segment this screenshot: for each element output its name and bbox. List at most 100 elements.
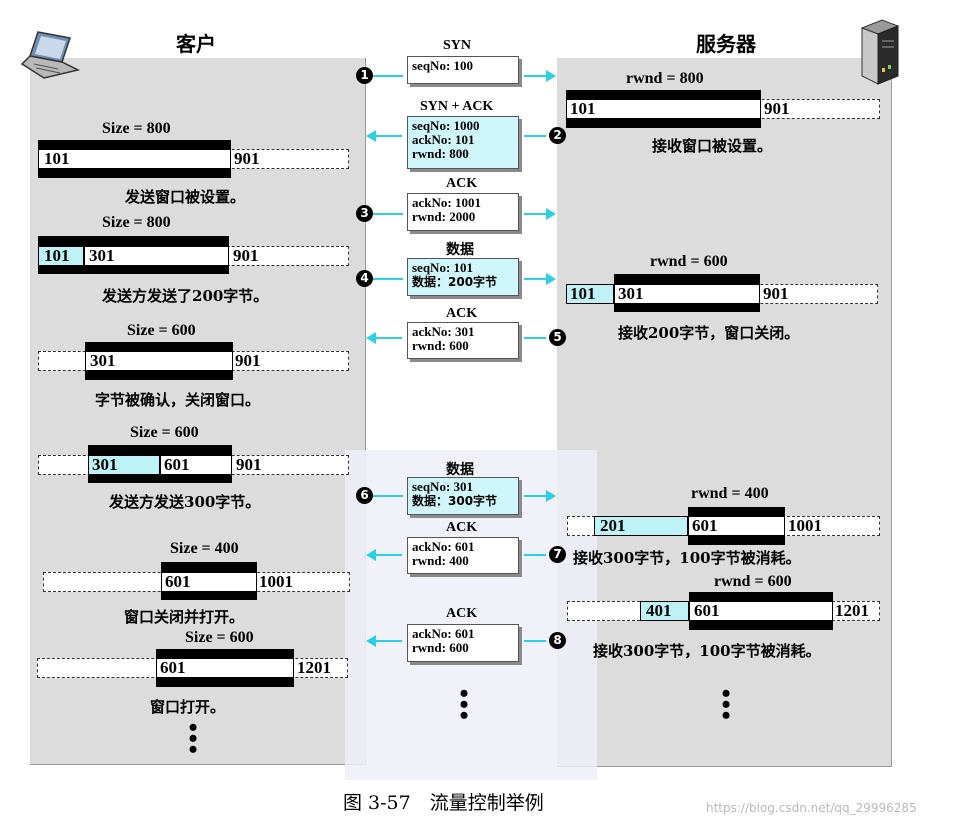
client-win2-v3: 901 (233, 246, 259, 265)
client-win2-sent (38, 246, 84, 266)
client-win2-unsent (84, 246, 229, 266)
msg5-title: ACK (446, 306, 478, 321)
msg8-line1: ackNo: 601 (412, 626, 475, 641)
msg3-title: ACK (446, 176, 478, 191)
client-win1-start: 101 (44, 149, 70, 168)
msg6-title: 数据 (446, 462, 474, 478)
server-win3-v1: 201 (600, 516, 626, 535)
server-win4-size: rwnd = 600 (714, 573, 792, 590)
arrow-3-left-seg (373, 213, 403, 215)
msg8-line2: rwnd: 600 (412, 640, 469, 655)
server-win3-size: rwnd = 400 (691, 485, 769, 502)
server-title: 服务器 (696, 32, 756, 56)
msg2-line3: rwnd: 800 (412, 146, 469, 161)
client-win6-unsent (156, 658, 294, 678)
server-win1-v1: 101 (570, 99, 596, 118)
msg5-line2: rwnd: 600 (412, 338, 469, 353)
client-win1-unsent (38, 149, 231, 169)
client-win6-caption: 窗口打开。 (150, 698, 226, 716)
arrow-1 (524, 70, 556, 82)
step-6-badge: 6 (356, 487, 373, 504)
msg3-line1: ackNo: 1001 (412, 195, 481, 210)
client-win3-v1: 301 (90, 351, 116, 370)
client-win4-sent (88, 455, 160, 475)
step-2-badge: 2 (549, 127, 566, 144)
msg7-line2: rwnd: 400 (412, 553, 469, 568)
figure-caption: 图 3-57 流量控制举例 (343, 792, 544, 814)
step-8-badge: 8 (549, 632, 566, 649)
arrow-6-left-seg (373, 495, 403, 497)
msg2-title: SYN + ACK (420, 99, 494, 114)
server-win4-caption: 接收300字节，100字节被消耗。 (593, 642, 821, 660)
server-win2-caption: 接收200字节，窗口关闭。 (618, 324, 800, 342)
client-win3-caption: 字节被确认，关闭窗口。 (95, 391, 261, 409)
arrow-7 (366, 549, 402, 561)
msg4-line2: 数据：200字节 (412, 275, 498, 289)
client-win1-end: 901 (234, 149, 260, 168)
step-1-badge: 1 (356, 67, 373, 84)
client-win3-size: Size = 600 (127, 322, 196, 339)
server-win3-free (688, 516, 785, 536)
arrow-6 (524, 490, 556, 502)
client-win6-v2: 1201 (297, 658, 331, 677)
server-win4-free (689, 601, 833, 621)
server-win4-v1: 401 (646, 601, 672, 620)
msg6-line2: 数据：300字节 (412, 494, 498, 508)
client-win4-v1: 301 (92, 455, 118, 474)
msg3-line2: rwnd: 2000 (412, 209, 476, 224)
msg4-line1: seqNo: 101 (412, 260, 474, 275)
server-win1-caption: 接收窗口被设置。 (652, 137, 773, 155)
arrow-2-right-seg (524, 135, 546, 137)
client-win2-caption: 发送方发送了200字节。 (102, 287, 269, 305)
client-win4-unsent (160, 455, 232, 475)
server-win4-v3: 1201 (835, 601, 869, 620)
client-win6-size: Size = 600 (185, 629, 254, 646)
arrow-1-left-seg (373, 75, 403, 77)
arrow-4 (524, 273, 556, 285)
client-win5-caption: 窗口关闭并打开。 (124, 608, 245, 626)
msg6-box: seqNo: 301 数据：300字节 (407, 477, 519, 515)
client-win5-size: Size = 400 (170, 540, 239, 557)
msg6-line1: seqNo: 301 (412, 479, 474, 494)
client-ellipsis-icon: ••• (188, 713, 198, 764)
msg1-title: SYN (443, 38, 472, 53)
msg8-title: ACK (446, 606, 478, 621)
client-win2-size: Size = 800 (102, 214, 171, 231)
arrow-3 (524, 208, 556, 220)
step-4-badge: 4 (356, 270, 373, 287)
server-win3-v3: 1001 (788, 516, 822, 535)
msg1-box: seqNo: 100 (407, 56, 519, 84)
arrow-8 (366, 635, 402, 647)
client-win1-size: Size = 800 (102, 120, 171, 137)
arrow-8-right-seg (524, 640, 546, 642)
server-win2-free (614, 284, 760, 304)
msg5-box: ackNo: 301 rwnd: 600 (407, 322, 519, 359)
step-3-badge: 3 (356, 205, 373, 222)
msg3-box: ackNo: 1001 rwnd: 2000 (407, 193, 519, 231)
server-win3-received (594, 516, 688, 536)
msg7-line1: ackNo: 601 (412, 539, 475, 554)
server-win2-v2: 301 (618, 284, 644, 303)
server-win2-received (566, 284, 614, 304)
client-win5-v2: 1001 (259, 572, 293, 591)
arrow-7-right-seg (524, 554, 546, 556)
server-win1-size: rwnd = 800 (626, 70, 704, 87)
step-7-badge: 7 (549, 546, 566, 563)
msg7-box: ackNo: 601 rwnd: 400 (407, 537, 519, 574)
msg8-box: ackNo: 601 rwnd: 600 (407, 624, 519, 662)
client-win5-unsent (161, 572, 257, 592)
server-ellipsis-icon: ••• (721, 679, 731, 730)
client-win2-v2: 301 (89, 246, 115, 265)
arrow-5 (366, 332, 402, 344)
arrow-4-left-seg (373, 278, 403, 280)
server-win1-free (566, 99, 761, 119)
server-icon (860, 19, 900, 85)
client-win2-v1: 101 (44, 246, 70, 265)
client-win3-v2: 901 (235, 351, 261, 370)
client-title: 客户 (176, 32, 216, 56)
client-win3-unsent (85, 351, 233, 371)
server-panel (557, 58, 892, 767)
arrow-5-right-seg (524, 337, 546, 339)
msg7-title: ACK (446, 520, 478, 535)
server-win2-v1: 101 (570, 284, 596, 303)
